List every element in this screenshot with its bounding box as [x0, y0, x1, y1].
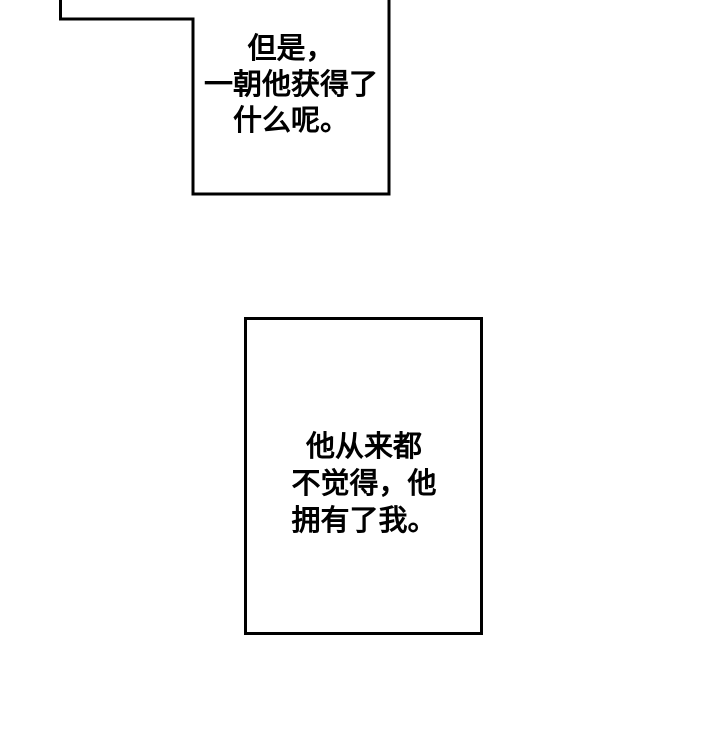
bottom-panel-border — [244, 317, 483, 635]
top-panel-outline — [59, 0, 391, 196]
caption-line: 他从来都 — [305, 431, 422, 463]
caption-line: 不觉得，他 — [291, 468, 437, 500]
caption-line: 拥有了我。 — [291, 505, 437, 537]
caption-line: 一朝他获得了 — [203, 69, 378, 101]
top-caption-box: 但是， 一朝他获得了 什么呢。 — [193, 31, 389, 139]
caption-line: 但是， — [247, 33, 335, 65]
caption-line: 什么呢。 — [232, 105, 349, 137]
bottom-caption-box: 他从来都 不觉得，他 拥有了我。 — [247, 429, 481, 540]
